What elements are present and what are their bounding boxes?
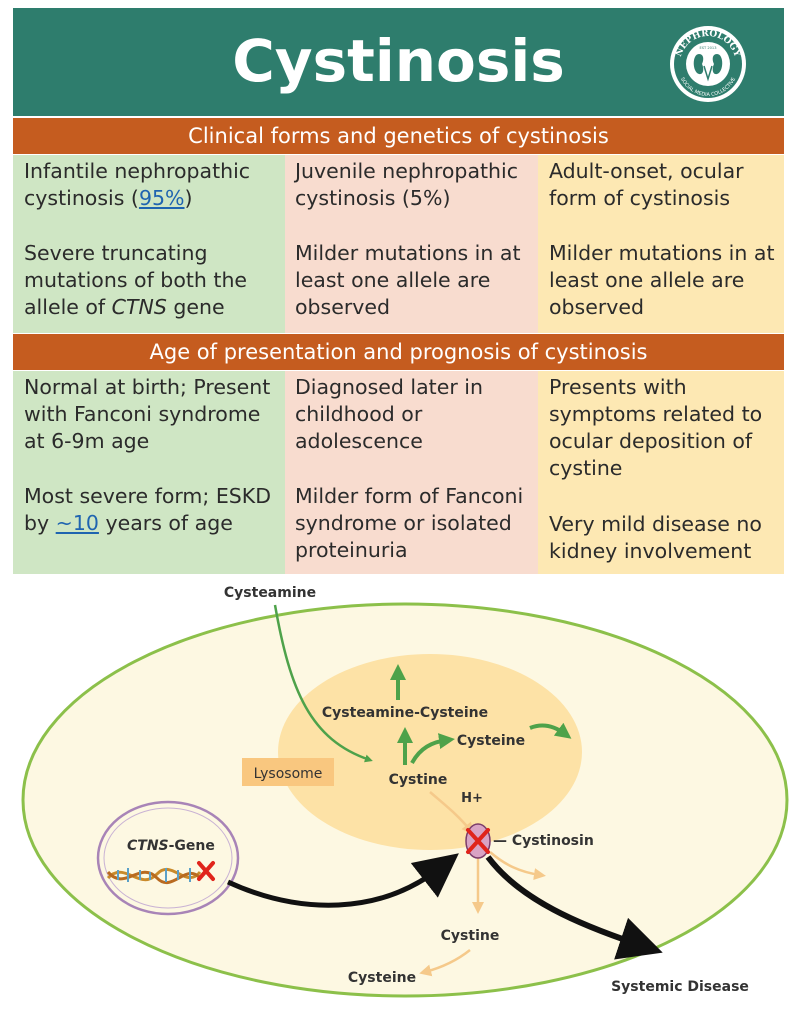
gene-mutation-x-icon [197,861,215,881]
ctns-gene-circle [96,800,240,916]
cysteamine-label: Cysteamine [224,585,316,601]
adult-prognosis-cell: Presents with symptoms related to ocular… [538,371,784,574]
proton-label: H+ [461,791,483,806]
kidney-icon [693,54,704,75]
logo-est-text: EST 2013 [699,46,716,50]
kidney-icon [712,54,723,75]
cysteamine-cysteine-label: Cysteamine-Cysteine [322,705,488,721]
cystinosin-to-systemic-disease-arrow [485,855,663,960]
years-link[interactable]: ~10 [55,511,99,535]
gene-to-cystinosin-arrow [226,853,459,908]
cysteine-cytosol-label: Cysteine [348,970,416,986]
adult-genetics-cell: Adult-onset, ocular form of cystinosis M… [538,155,784,333]
page-title: Cystinosis [232,27,565,95]
cystine-cytosol-label: Cystine [441,928,500,944]
lysosome [278,654,582,850]
percent-link[interactable]: 95% [138,186,185,210]
cystine-to-transporter-arrow [429,791,474,835]
infantile-genetics-cell: Infantile nephropathic cystinosis (95%) … [13,155,285,333]
systemic-disease-label: Systemic Disease [611,979,749,995]
juvenile-prognosis-cell: Diagnosed later in childhood or adolesce… [285,371,538,574]
transporter-side-arrow [489,851,546,881]
lysosome-label: Lysosome [254,766,323,782]
cystine-to-cysteine-arrow [410,733,455,764]
cystine-lysosome-label: Cystine [389,772,448,788]
lysosome-label-box [242,758,334,786]
cystine-to-cysteine-cytosol-arrow [419,949,471,977]
ctns-gene-label: CTNS-Gene [127,838,215,854]
juvenile-genetics-cell: Juvenile nephropathic cystinosis (5%) Mi… [285,155,538,333]
section-heading-genetics: Clinical forms and genetics of cystinosi… [13,118,784,154]
dna-icon [106,867,202,885]
title-banner: Cystinosis NEPHROLOGY SOCIAL MEDIA COLLE… [13,8,784,116]
cysteine-lysosome-label: Cysteine [457,733,525,749]
blocked-cystinosin-icon [465,823,491,859]
pathway-diagram: Lysosome Cysteamine Cysteamine-Cysteine … [21,585,789,998]
cystinosin-label: — Cystinosin [493,833,594,849]
section-heading-prognosis: Age of presentation and prognosis of cys… [13,334,784,370]
nephrology-logo: NEPHROLOGY SOCIAL MEDIA COLLECTIVE EST 2… [670,26,746,102]
infantile-prognosis-cell: Normal at birth; Present with Fanconi sy… [13,371,285,574]
cysteine-exit-arrow [529,722,572,739]
cysteamine-entry-arrow [273,604,373,763]
